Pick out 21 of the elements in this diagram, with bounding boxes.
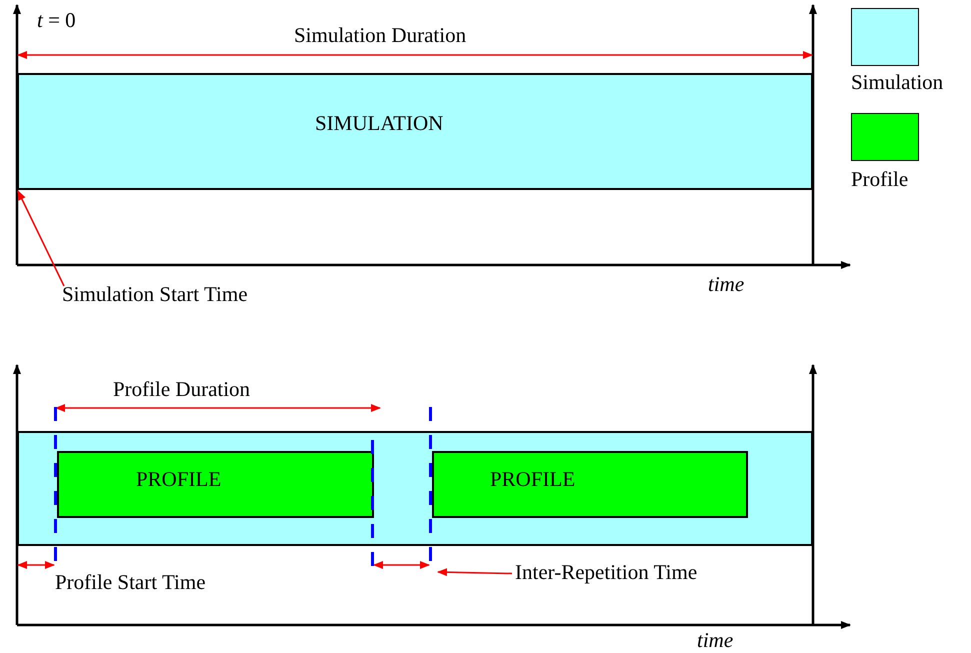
dimension-label: Simulation Duration (294, 23, 466, 48)
box-label: PROFILE (136, 467, 222, 492)
profile-box (432, 451, 748, 518)
leader-label: Inter-Repetition Time (515, 560, 698, 585)
dimension-label: Profile Duration (113, 377, 250, 402)
interval-arrow (373, 561, 430, 569)
leader-line (437, 568, 512, 576)
profile-box (57, 451, 374, 518)
interval-arrow (17, 561, 55, 569)
axis-label: time (708, 272, 744, 297)
simulation-band (17, 431, 813, 546)
legend-label: Simulation (851, 70, 944, 95)
box-label: PROFILE (490, 467, 576, 492)
box-label: SIMULATION (315, 111, 444, 136)
simulation-band (17, 73, 813, 190)
leader-label: Simulation Start Time (62, 282, 248, 307)
axis-label: time (697, 628, 734, 653)
dimension-label: Profile Start Time (55, 570, 206, 595)
leader-line (17, 190, 65, 286)
time-zero-label: t = 0 (37, 8, 76, 33)
legend-label: Profile (851, 167, 908, 192)
